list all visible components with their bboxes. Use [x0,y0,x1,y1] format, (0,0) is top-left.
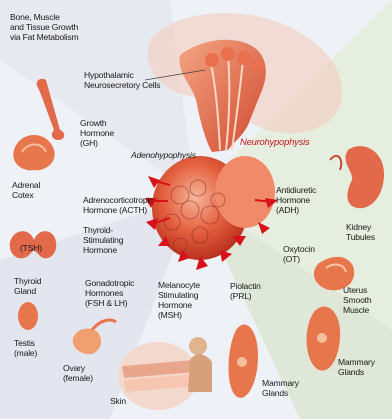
gonadotropic-label: Gonadotropic Hormones (FSH & LH) [85,278,134,308]
hypothalamic-label: Hypothalamic Neurosecretory Cells [84,70,160,90]
kidney-tubules-label: Kidney Tubules [346,222,375,242]
adrenal-cortex-label: Adrenal Cotex [12,180,40,200]
tsh-abbr-label: (TSH) [20,243,42,253]
testis-icon [18,302,38,330]
neurosecretory-cell [205,53,219,67]
mammary-bottom-detail [237,357,247,367]
neurohypophysis-lobe [215,156,275,228]
face-icon [189,337,207,355]
testis-label: Testis (male) [14,338,37,358]
bone-growth-label: Bone, Muscle and Tissue Growth via Fat M… [10,12,79,42]
person-icon [188,354,212,392]
oxytocin-label: Oxytocin (OT) [283,244,315,264]
acth-label: Adrenocorticotropic Hormone (ACTH) [83,195,153,215]
neurohypophysis-label: Neurohypophysis [240,137,309,147]
ovary-label: Ovary (female) [63,363,93,383]
skin-label: Skin [110,396,126,406]
mammary-right-detail [317,333,327,343]
neurosecretory-cell [252,60,264,72]
neurosecretory-cell [221,47,235,61]
msh-label: Melanocyte Stimulating Hormone (MSH) [158,280,200,320]
mammary-bottom-label: Mammary Glands [262,378,299,398]
thyroid-gland-label: Thyroid Gland [14,276,41,296]
prolactin-label: Piolactin (PRL) [230,281,261,301]
uterus-label: Uterus Smooth Muscle [343,285,371,315]
tsh-label: Thyroid- Stimulating Hormone [83,225,123,255]
adenohypophysis-label: Adenohypophysis [131,150,196,160]
adh-label: Antidiuretic Hormone (ADH) [276,185,316,215]
mammary-right-label: Mammary Glands [338,357,375,377]
growth-hormone-label: Growth Hormone (GH) [80,118,114,148]
neurosecretory-cell [237,51,251,65]
